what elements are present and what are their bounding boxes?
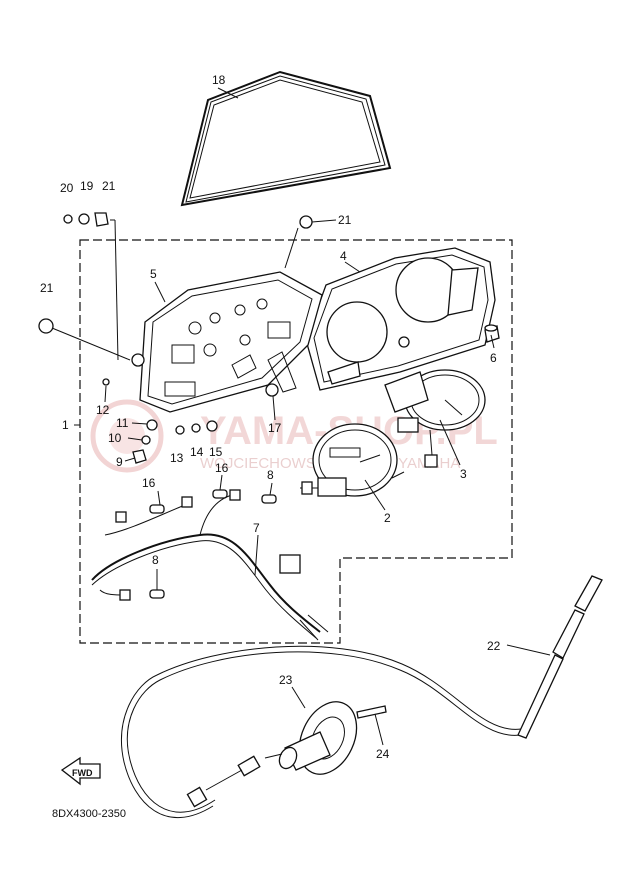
grommet-part (398, 336, 410, 348)
fwd-arrow: FWD (60, 756, 101, 786)
assembly-boundary (79, 239, 513, 644)
label-16-right: 16 (215, 461, 229, 475)
label-1: 1 (62, 418, 69, 432)
part-labels: 18 20 19 21 21 21 5 4 6 1 12 11 10 9 13 … (40, 73, 501, 761)
label-5: 5 (150, 267, 157, 281)
label-7: 7 (253, 521, 260, 535)
label-12: 12 (96, 403, 110, 417)
label-21-top: 21 (102, 179, 116, 193)
wire-harness (91, 489, 329, 641)
meter-case-front (305, 247, 496, 391)
label-9: 9 (116, 455, 123, 469)
label-21-right: 21 (338, 213, 352, 227)
knob-part (484, 324, 500, 343)
label-11: 11 (116, 416, 129, 430)
label-18: 18 (212, 73, 226, 87)
pin-part (356, 705, 387, 719)
label-13: 13 (170, 451, 184, 465)
label-6: 6 (490, 351, 497, 365)
fasteners (38, 212, 313, 464)
speedometer-opening (326, 301, 388, 363)
label-16-left: 16 (142, 476, 156, 490)
label-2: 2 (384, 511, 391, 525)
label-22: 22 (487, 639, 501, 653)
label-24: 24 (376, 747, 390, 761)
speedometer-part (300, 423, 405, 497)
label-8-upper: 8 (267, 468, 274, 482)
bulbs (149, 489, 277, 599)
label-3: 3 (460, 467, 467, 481)
label-8-lower: 8 (152, 553, 159, 567)
speedometer-gear-unit (264, 701, 358, 775)
label-21-left: 21 (40, 281, 54, 295)
watermark-logo (90, 399, 164, 473)
label-15: 15 (209, 445, 223, 459)
label-10: 10 (108, 431, 122, 445)
label-23: 23 (279, 673, 293, 687)
label-14: 14 (190, 445, 204, 459)
diagram-code: 8DX4300-2350 (52, 808, 126, 820)
watermark-logo-inner (109, 418, 145, 454)
label-17: 17 (268, 421, 282, 435)
meter-case-rear (139, 271, 323, 413)
fwd-label: FWD (72, 768, 93, 778)
speedometer-cable (121, 575, 603, 818)
label-4: 4 (340, 249, 347, 263)
label-19: 19 (80, 179, 94, 193)
label-20: 20 (60, 181, 74, 195)
tachometer-part (384, 369, 486, 468)
leader-lines (51, 87, 551, 746)
lens-gasket (180, 70, 392, 207)
